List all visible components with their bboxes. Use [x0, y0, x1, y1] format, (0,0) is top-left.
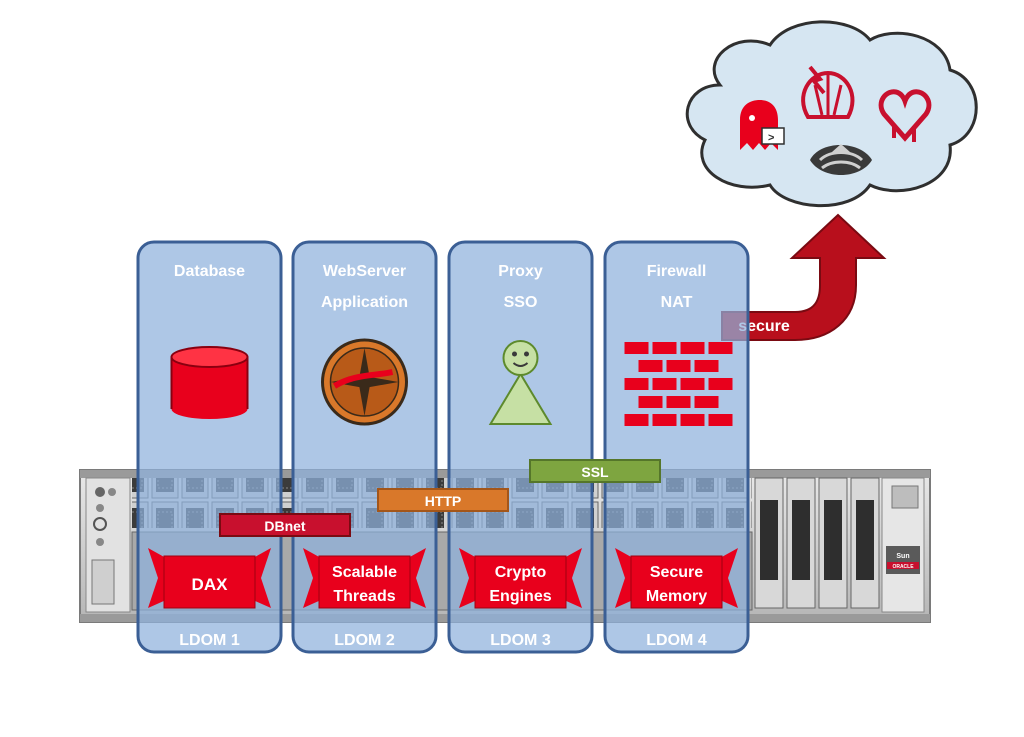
connector-dbnet: DBnet	[219, 513, 351, 537]
ghost-bug-icon: >	[740, 100, 785, 150]
user-figure-icon	[488, 340, 553, 425]
ssl-label: SSL	[581, 464, 609, 480]
secure-arrow: secure	[721, 213, 887, 341]
feature-banner: DAX	[148, 548, 271, 609]
venom-snake-icon	[810, 144, 872, 175]
ldom-footer: LDOM 4	[646, 632, 707, 649]
shellshock-icon	[801, 65, 855, 119]
feature-label: DAX	[192, 575, 229, 594]
database-cylinder-icon	[170, 346, 249, 419]
feature-label: Engines	[489, 588, 551, 605]
ldom-panel-frame	[136, 240, 283, 654]
ldom-panel: WebServerApplicationScalableThreadsLDOM …	[291, 240, 438, 654]
dbnet-label: DBnet	[264, 518, 306, 534]
ldom-title: Application	[321, 294, 408, 311]
server-control-panel	[85, 477, 131, 613]
http-label: HTTP	[425, 493, 462, 509]
feature-label: Scalable	[332, 564, 397, 581]
ldom-title: Database	[174, 263, 245, 280]
feature-label: Memory	[646, 588, 707, 605]
brick-wall-icon	[624, 342, 733, 426]
ldom-title: Proxy	[498, 263, 543, 280]
server-right-panel: Sun ORACLE	[881, 477, 925, 613]
secure-arrow-label: secure	[738, 318, 790, 335]
ldom-panel-frame	[291, 240, 438, 654]
svg-text:>: >	[768, 132, 774, 144]
ldom-footer: LDOM 3	[490, 632, 551, 649]
ldom-footer: LDOM 1	[179, 632, 240, 649]
feature-label: Threads	[333, 588, 395, 605]
ldom-title: SSO	[504, 294, 538, 311]
threat-cloud: >	[685, 20, 978, 208]
connector-http: HTTP	[377, 488, 509, 512]
ldom-footer: LDOM 2	[334, 632, 395, 649]
ldom-title: Firewall	[647, 263, 707, 280]
ldom-title: WebServer	[323, 263, 406, 280]
feature-label: Secure	[650, 564, 703, 581]
connector-ssl: SSL	[529, 459, 661, 483]
heartbleed-icon	[878, 89, 932, 142]
ldom-title: NAT	[661, 294, 693, 311]
webserver-compass-icon	[321, 338, 408, 426]
drive-bays-right	[754, 477, 880, 609]
badge-vendor-text: ORACLE	[892, 564, 914, 570]
oracle-sun-badge	[886, 546, 920, 574]
badge-brand-text: Sun	[896, 553, 909, 560]
ldom-panel-frame	[447, 240, 594, 654]
feature-label: Crypto	[495, 564, 547, 581]
